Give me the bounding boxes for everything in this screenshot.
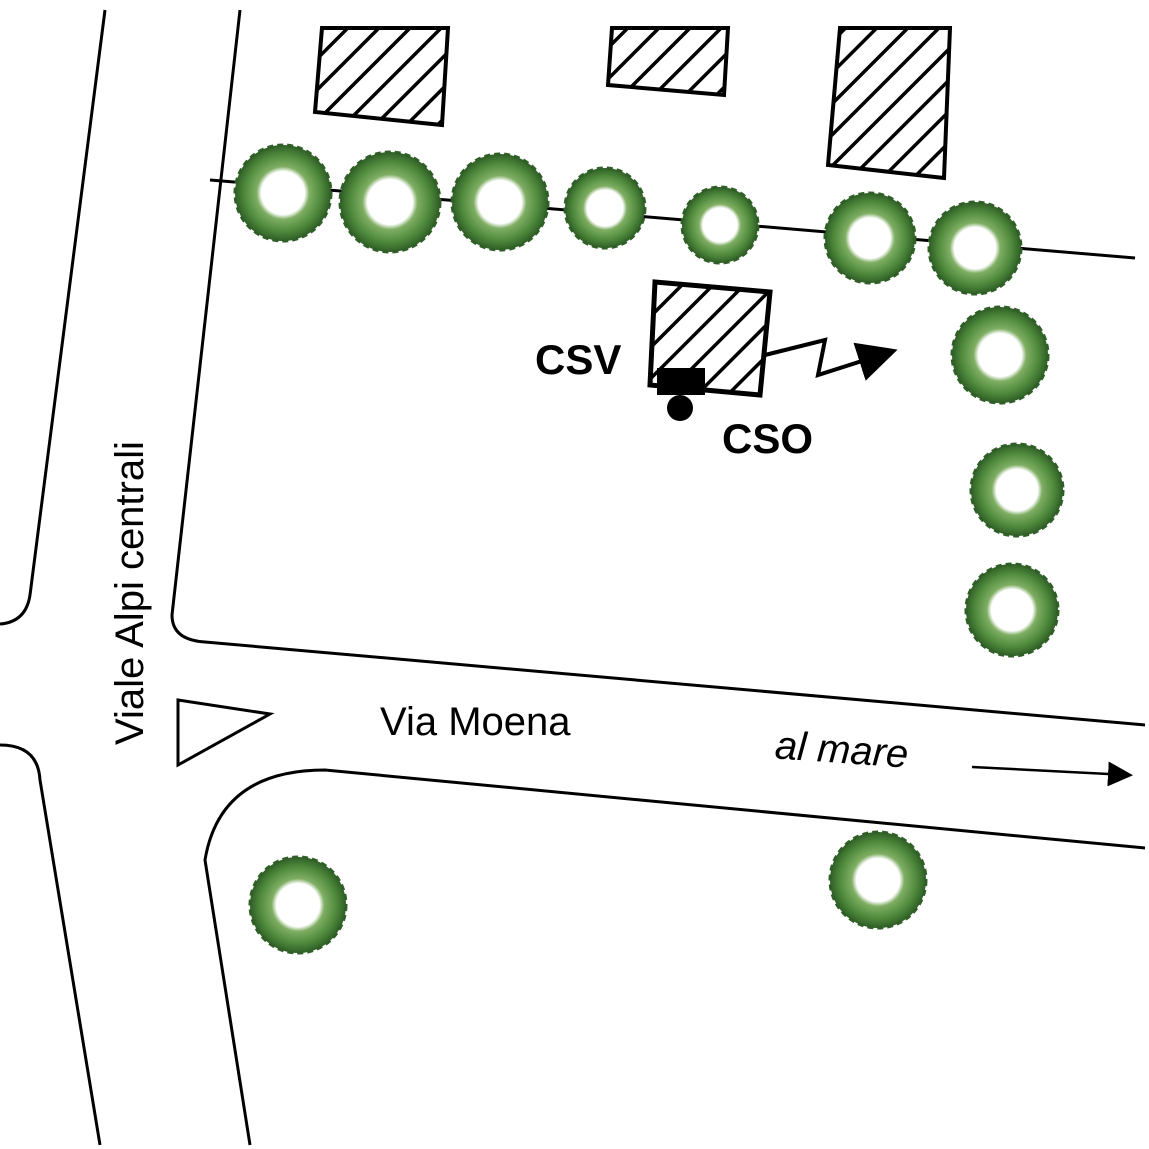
road-edge-left-lower — [0, 743, 102, 1146]
road-edge-right-lower — [203, 768, 1146, 1146]
tree-icon — [950, 305, 1050, 405]
building — [825, 26, 953, 181]
direction-label-al-mare: al mare — [773, 723, 910, 777]
cso-point-icon — [667, 395, 693, 421]
label-csv: CSV — [535, 336, 622, 383]
signal-arrow — [764, 337, 898, 381]
traffic-island — [176, 698, 275, 768]
tree-icon — [964, 562, 1060, 658]
tree-icon — [338, 150, 442, 254]
tree-icon — [450, 152, 550, 252]
tree-icon — [563, 166, 647, 250]
csv-building — [647, 279, 773, 398]
cso-block — [657, 368, 705, 395]
tree-icon — [927, 200, 1023, 296]
label-cso: CSO — [722, 415, 814, 462]
street-label-viale-alpi-centrali: Viale Alpi centrali — [108, 441, 152, 745]
tree-icon — [680, 185, 760, 265]
direction-arrow — [971, 761, 1133, 787]
buildings — [312, 26, 953, 181]
station — [647, 279, 898, 421]
road-edge-left-upper — [0, 9, 107, 626]
building — [312, 26, 451, 128]
trees — [233, 143, 1065, 955]
tree-icon — [828, 830, 928, 930]
road-edges — [0, 9, 1146, 1146]
road-edge-right-upper — [170, 9, 1146, 727]
tree-icon — [248, 855, 348, 955]
tree-icon — [233, 143, 333, 243]
tree-icon — [969, 442, 1065, 538]
street-label-via-moena: Via Moena — [380, 700, 571, 744]
building — [605, 26, 731, 98]
tree-icon — [823, 191, 917, 285]
